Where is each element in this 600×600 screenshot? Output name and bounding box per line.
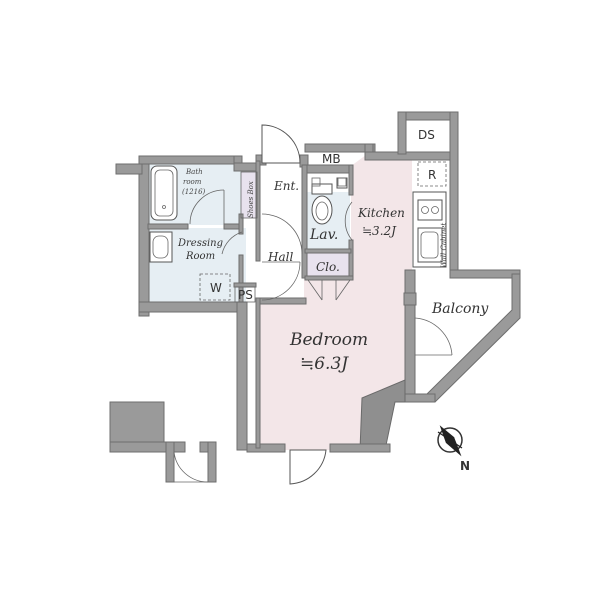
wash-basin bbox=[149, 231, 173, 263]
kitchen-label: Kitchen bbox=[357, 206, 405, 220]
ds-label: DS bbox=[418, 128, 435, 142]
kitchen-area-label: ≒3.2J bbox=[362, 224, 397, 238]
dressing-room-label: Room bbox=[185, 251, 215, 262]
washer-label: W bbox=[210, 281, 222, 295]
dressing-label: Dressing bbox=[177, 238, 223, 249]
walls bbox=[109, 111, 521, 483]
lavatory-label: Lav. bbox=[309, 227, 338, 243]
entrance-label: Ent. bbox=[273, 179, 299, 193]
refrigerator-label: R bbox=[428, 168, 436, 182]
compass-north-label: N bbox=[460, 459, 470, 473]
labels: Bath room (1216) Shoes Box Ent. MB DS R … bbox=[177, 128, 489, 374]
closet-floor bbox=[306, 252, 350, 278]
stove bbox=[417, 199, 443, 221]
bedroom-label: Bedroom bbox=[289, 330, 368, 350]
bathtub bbox=[150, 165, 178, 221]
balcony-label: Balcony bbox=[431, 301, 489, 317]
shoes-box-label: Shoes Box bbox=[247, 181, 255, 218]
bedroom-area-label: ≒6.3J bbox=[300, 354, 349, 374]
bath-size-label: (1216) bbox=[182, 188, 206, 196]
bath-room-label: room bbox=[183, 178, 202, 186]
refrigerator-space bbox=[417, 161, 447, 187]
ps-label: PS bbox=[238, 288, 253, 302]
compass: N bbox=[437, 425, 470, 473]
bath-label: Bath bbox=[185, 168, 203, 176]
fixtures bbox=[149, 124, 453, 485]
closet-label: Clo. bbox=[316, 260, 340, 274]
hall-label: Hall bbox=[267, 250, 293, 264]
ps-box bbox=[234, 286, 256, 303]
mb-label: MB bbox=[322, 152, 341, 166]
bedroom-floor bbox=[258, 152, 412, 450]
shoes-box-floor bbox=[241, 172, 257, 218]
wall-cabinet-label: Wall Cabinet bbox=[440, 223, 448, 268]
washer-space bbox=[199, 273, 231, 301]
toilet bbox=[311, 183, 333, 195]
